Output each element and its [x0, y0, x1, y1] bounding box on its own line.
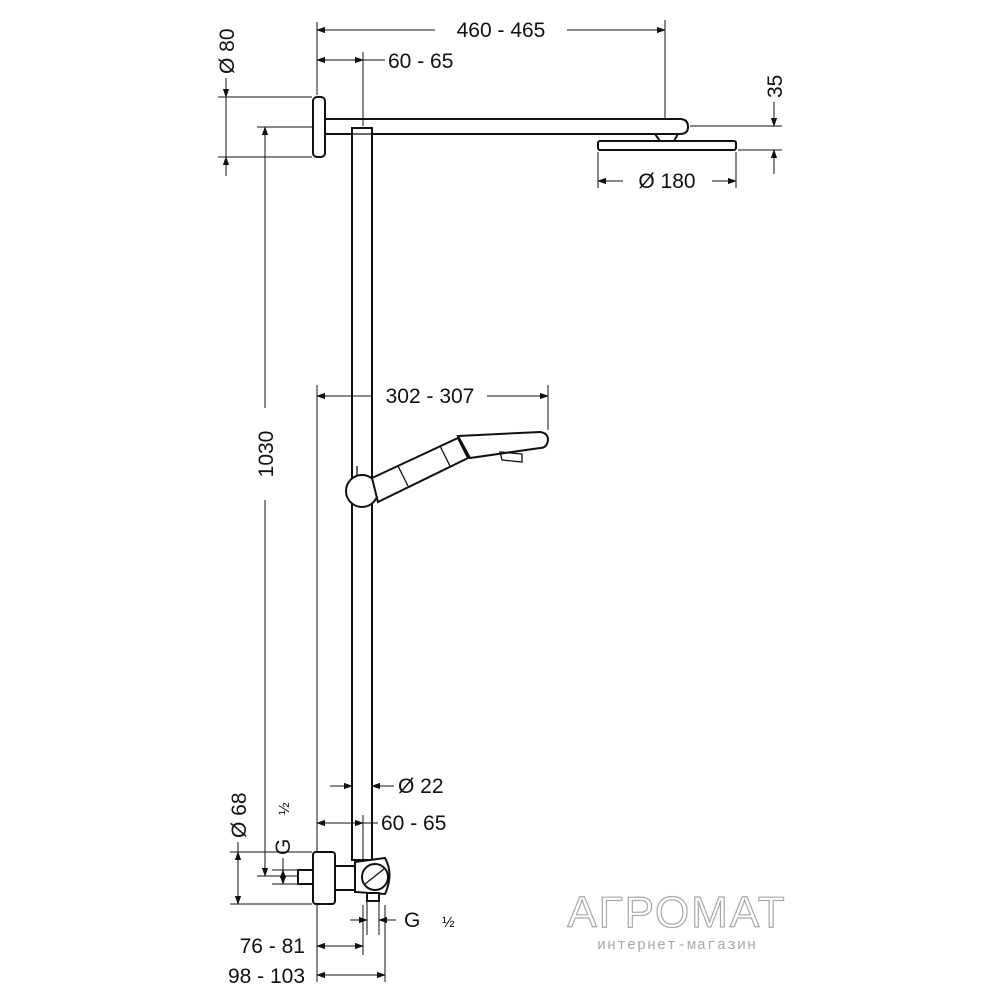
mixer-body [334, 865, 356, 891]
label-handshower-reach: 302 - 307 [386, 385, 475, 408]
label-pipe-diameter: Ø 22 [398, 775, 444, 798]
handshower-head [456, 430, 550, 460]
shower-arm [324, 118, 690, 135]
label-depth-a: 76 - 81 [240, 935, 305, 958]
label-thread-right: G [404, 909, 420, 932]
label-depth-b: 98 - 103 [228, 965, 305, 988]
wall-flange-top [312, 96, 326, 158]
label-thread-right-frac: ½ [442, 914, 455, 931]
head-connector [653, 133, 680, 142]
label-head-diameter: Ø 180 [638, 170, 695, 193]
mixer-dial [361, 863, 389, 891]
watermark-subtitle: интернет-магазин [597, 937, 757, 954]
dimension-labels: 460 - 465 60 - 65 Ø 80 35 Ø 180 302 - 30… [216, 14, 787, 988]
label-bottom-offset: 60 - 65 [381, 812, 446, 835]
wall-flange-bottom [312, 851, 336, 905]
handshower-handle [370, 436, 470, 504]
label-height: 1030 [255, 431, 278, 478]
label-thread-left-frac: ½ [276, 802, 293, 815]
label-thread-left: G [272, 839, 295, 855]
overhead-shower-head [597, 140, 737, 151]
label-overall-width: 460 - 465 [457, 19, 546, 42]
label-mixer-diameter: Ø 68 [228, 792, 251, 838]
label-head-height: 35 [764, 75, 787, 98]
mixer-outlet [366, 892, 380, 902]
label-top-offset: 60 - 65 [388, 50, 453, 73]
watermark: АГРОМАТ интернет-магазин [567, 887, 786, 954]
mixer-inlet [297, 869, 314, 885]
label-flange-diameter: Ø 80 [216, 28, 239, 74]
shower-outline [297, 96, 737, 905]
watermark-title: АГРОМАТ [567, 888, 786, 937]
dimension-lines [218, 20, 782, 982]
